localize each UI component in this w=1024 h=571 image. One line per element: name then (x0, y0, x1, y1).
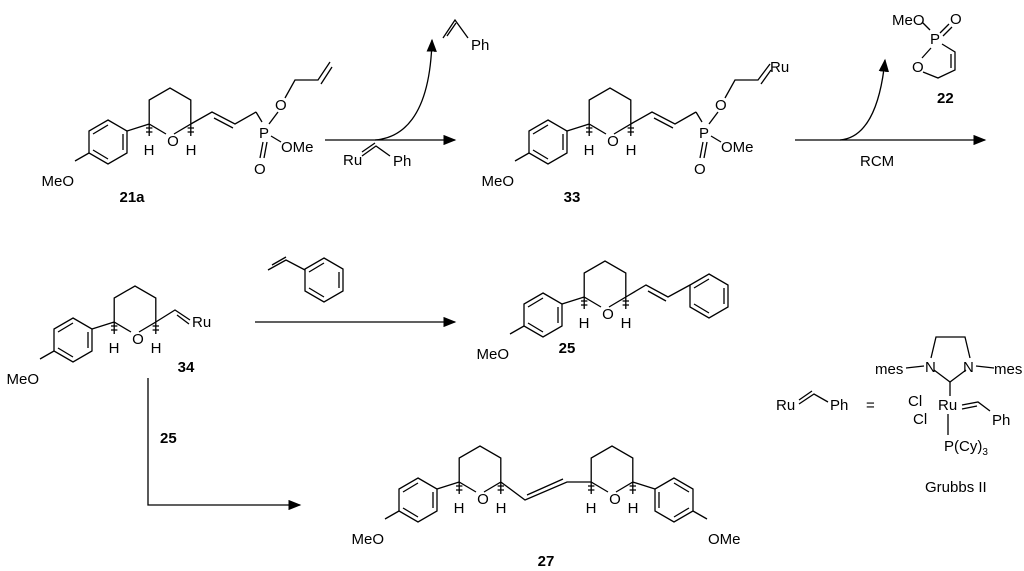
n-label: N (963, 359, 974, 376)
cl-label: Cl (908, 393, 922, 410)
ester-oxygen: O (275, 97, 287, 114)
catalyst-name: Grubbs II (925, 479, 987, 496)
compound-label-34: 34 (178, 359, 195, 376)
ring-oxygen: O (912, 59, 924, 76)
reaction-arrow-dimerization: 25 (147, 378, 302, 511)
phosphorus-label: P (699, 125, 709, 142)
equals-sign: = (866, 397, 875, 414)
methoxy-label: MeO (6, 371, 39, 388)
oxo-label: O (950, 11, 962, 28)
ring-oxygen: O (609, 491, 621, 508)
compound-25: O H H MeO 25 (476, 260, 729, 363)
ru-label: Ru (776, 397, 795, 414)
cl-label: Cl (913, 411, 927, 428)
pcy-label: P(Cy)3 (944, 438, 988, 458)
methoxy-label: MeO (41, 173, 74, 190)
benzene-ring (304, 257, 344, 303)
ph-label: Ph (830, 397, 848, 414)
phosphorus-label: P (259, 125, 269, 142)
h-label: H (144, 142, 155, 159)
ome-label: OMe (721, 139, 754, 156)
n-label: N (925, 359, 936, 376)
ru-label: Ru (770, 59, 789, 76)
ome-label: OMe (281, 139, 314, 156)
h-label: H (151, 340, 162, 357)
ring-oxygen: O (607, 133, 619, 150)
oxo-label: O (694, 161, 706, 178)
vinyl-bond (267, 259, 306, 271)
compound-34: O H H MeO Ru 34 (6, 285, 211, 388)
h-label: H (496, 500, 507, 517)
compound-label-27: 27 (538, 553, 555, 570)
h-label: H (186, 142, 197, 159)
h-label: H (586, 500, 597, 517)
ru-label: Ru (192, 314, 211, 331)
ome-label: OMe (708, 531, 741, 548)
ph-label: Ph (471, 37, 489, 54)
reaction-arrow-1: Ph Ru Ph (325, 18, 489, 170)
compound-label-25: 25 (559, 340, 576, 357)
h-label: H (626, 142, 637, 159)
h-label: H (454, 500, 465, 517)
compound-label-33: 33 (564, 189, 581, 206)
ph-label: Ph (393, 153, 411, 170)
reaction-arrow-rcm: RCM MeO P O O 22 (795, 11, 987, 170)
rcm-label: RCM (860, 153, 894, 170)
methoxy-label: MeO (481, 173, 514, 190)
grubbs-catalyst-legend: Ru Ph = N N mes mes Ru Cl Cl Ph P(Cy)3 G… (776, 336, 1022, 496)
h-label: H (584, 142, 595, 159)
ru-center-label: Ru (938, 397, 957, 414)
methoxy-label: MeO (892, 12, 925, 29)
mes-label: mes (875, 361, 903, 378)
phosphorus-label: P (930, 31, 940, 48)
h-label: H (109, 340, 120, 357)
ester-oxygen: O (715, 97, 727, 114)
methoxy-label: MeO (351, 531, 384, 548)
methoxy-label: MeO (476, 346, 509, 363)
ring-oxygen: O (477, 491, 489, 508)
compound-33: O H H MeO P O OMe O Ru 33 (481, 59, 789, 206)
ph-label: Ph (992, 412, 1010, 429)
oxo-label: O (254, 161, 266, 178)
compound-21a: O H H MeO P O OMe O 21a (41, 61, 333, 206)
h-label: H (628, 500, 639, 517)
h-label: H (621, 315, 632, 332)
ring-oxygen: O (167, 133, 179, 150)
reaction-arrow-styrene (255, 256, 457, 328)
h-label: H (579, 315, 590, 332)
compound-label-21a: 21a (119, 189, 145, 206)
ring-oxygen: O (602, 306, 614, 323)
ru-label: Ru (343, 152, 362, 169)
compound-27: O O H H H H MeO OMe 27 (351, 445, 741, 570)
mes-label: mes (994, 361, 1022, 378)
reagent-25-label: 25 (160, 430, 177, 447)
ring-oxygen: O (132, 331, 144, 348)
compound-label-22: 22 (937, 90, 954, 107)
